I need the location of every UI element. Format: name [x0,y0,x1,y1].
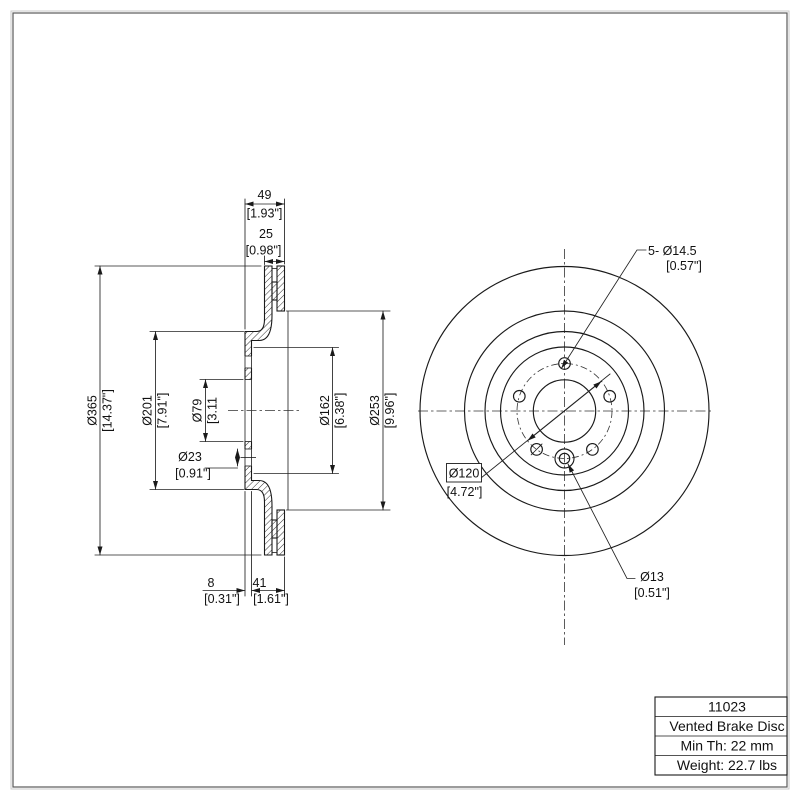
label-pin-hole-mm: Ø13 [640,570,664,584]
pin-hole-counterbore [554,448,575,469]
outer-diameter-circle [419,265,710,557]
dim-outer-dia-mm: Ø365 [86,395,100,426]
leader-stud-holes [560,249,647,369]
stud-hole-top [558,357,571,370]
center-bore-circle [532,379,597,443]
title-block-part-number: 11023 [708,699,746,715]
dim-hat-depth-inch: [1.61"] [253,592,289,606]
title-block-part-name: Vented Brake Disc [669,718,784,734]
stud-hole-upper-left [512,389,526,403]
dim-inner-dia-inch: [9.96"] [383,393,397,429]
dim-inner-dia-mm: Ø253 [368,395,382,426]
section-view [228,265,302,556]
stud-hole-slash [530,443,543,456]
dim-flange-th-inch: [0.31"] [204,592,240,606]
dim-plate-width-mm: 25 [259,227,273,241]
hat-diameter-circle [484,330,645,492]
stud-hole-lower-left [530,443,543,456]
leader-pin-hole [567,463,636,579]
bolt-circle-label-box [446,463,482,483]
stud-hole-cutout [244,356,253,368]
dim-hat-depth-mm: 41 [253,576,267,590]
label-bolt-circle-inch: [4.72"] [447,485,483,499]
stud-hole-lower-right [586,443,599,456]
pin-hole [558,452,571,465]
dim-plate-width-inch: [0.98"] [246,244,282,258]
dim-bore-dia-mm: Ø79 [191,399,205,423]
dim-hat-dia-inch: [7.91"] [156,393,170,429]
dim-hole-dia-mm: Ø23 [178,450,202,464]
title-block-weight: Weight: 22.7 lbs [677,757,777,773]
page-border [12,12,788,788]
section-vent-rib-bottom [271,519,278,539]
page-border-outer [10,10,790,790]
dim-step-dia-mm: Ø162 [318,395,332,426]
dim-bore-dia-inch: [3.11 [206,397,220,424]
dim-hole-dia-inch: [0.91"] [175,467,211,481]
title-block-min-thickness: Min Th: 22 mm [680,738,773,754]
label-stud-holes-mm: 5- Ø14.5 [648,244,697,258]
bolt-circle [516,363,613,459]
label-stud-holes-inch: [0.57"] [666,259,702,273]
section-outboard-plate-bottom [276,509,286,556]
section-outboard-plate-top [276,265,286,312]
dim-step-dia-inch: [6.38"] [333,393,347,429]
section-dimensions: 49 [1.93"] 25 [0.98"] Ø365 [14.37"] Ø201… [86,188,398,606]
friction-inner-circle [463,310,666,512]
front-view: 5- Ø14.5 [0.57"] Ø120 [4.72"] Ø13 [0.51"… [418,244,712,645]
dim-total-width-mm: 49 [258,188,272,202]
title-block: 11023 Vented Brake Disc Min Th: 22 mm We… [654,696,788,776]
label-bolt-circle-mm: Ø120 [449,467,480,481]
dim-total-width-inch: [1.93"] [247,207,283,221]
stud-hole-upper-right [603,389,617,403]
label-pin-hole-inch: [0.51"] [634,586,670,600]
dim-flange-th-mm: 8 [208,576,215,590]
dim-outer-dia-inch: [14.37"] [101,389,115,432]
dim-hat-dia-mm: Ø201 [141,395,155,426]
step-diameter-circle [499,346,630,476]
section-vent-rib-top [271,281,278,301]
